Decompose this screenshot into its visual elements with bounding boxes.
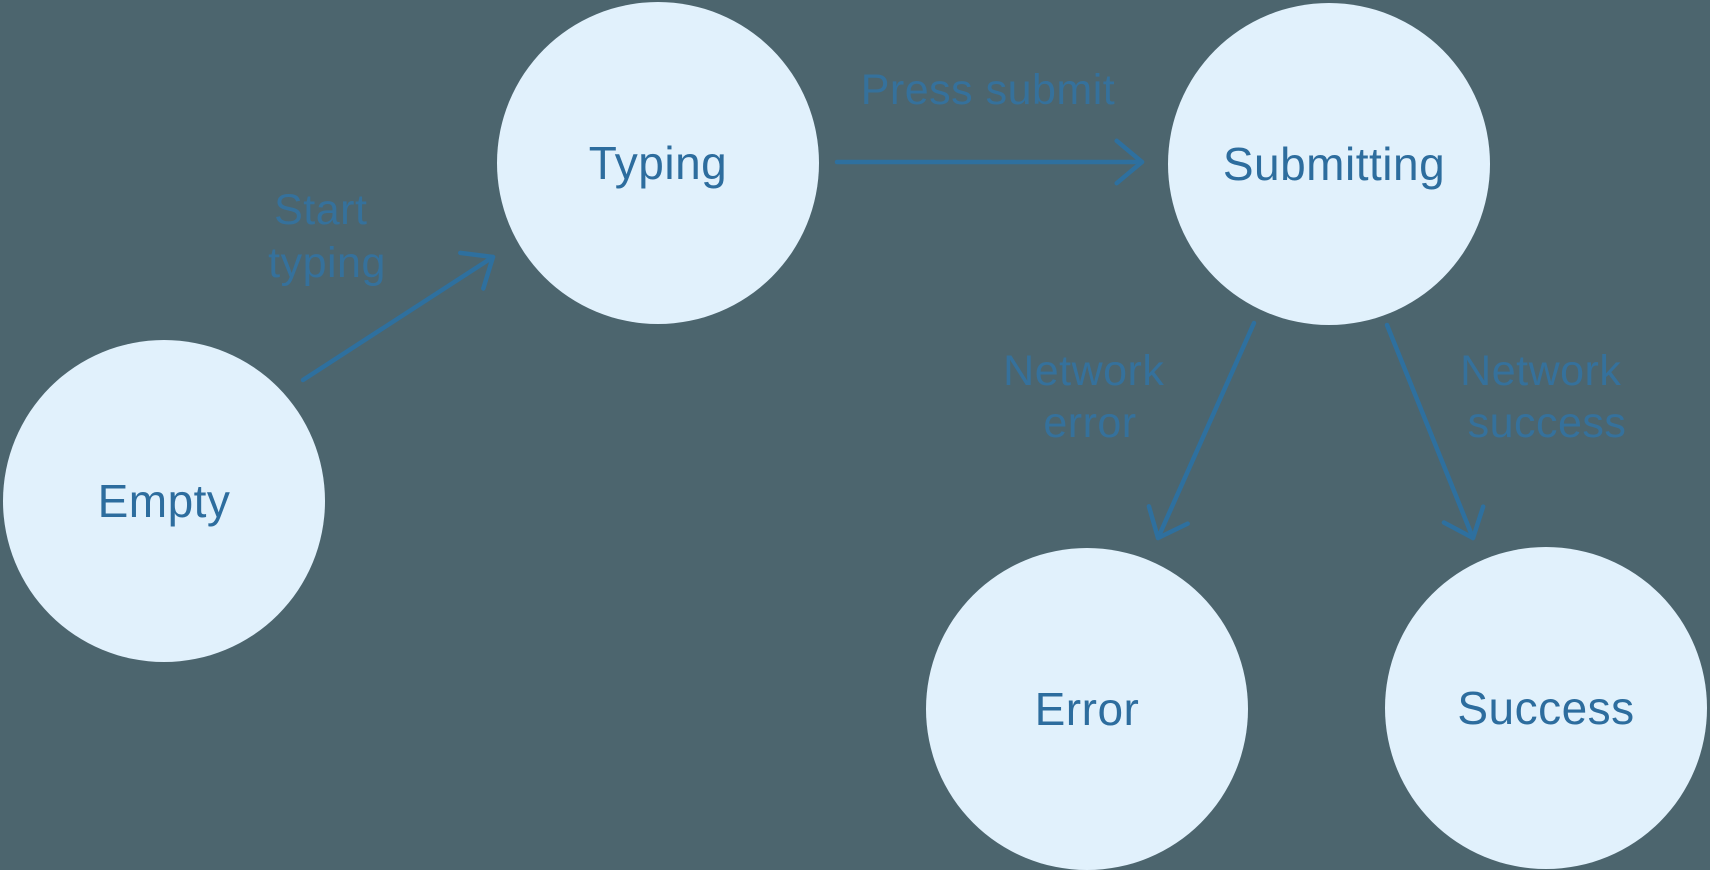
arrowhead-icon: [1114, 138, 1145, 186]
edge-label-line: Network: [1003, 347, 1164, 395]
state-node-submitting: Submitting: [1168, 3, 1490, 325]
edge-network-error-label: Network error: [1003, 347, 1177, 447]
edge-network-error: Network error: [1003, 320, 1257, 541]
state-node-submitting-circle: [1168, 3, 1490, 325]
arrowhead-icon: [1146, 504, 1190, 541]
edge-press-submit-label: Press submit: [861, 66, 1116, 114]
state-node-empty-label: Empty: [98, 475, 231, 527]
edge-start-typing-label: Start typing: [268, 186, 386, 287]
edge-start-typing-line: [300, 254, 496, 383]
edge-label-line: error: [1043, 399, 1136, 447]
edge-label-line: Press submit: [861, 66, 1116, 114]
edge-network-success-line: [1384, 322, 1476, 541]
state-node-success: Success: [1385, 547, 1707, 869]
arrowhead-icon: [458, 250, 496, 291]
state-node-submitting-label: Submitting: [1223, 138, 1445, 190]
edge-label-line: typing: [268, 239, 386, 287]
arrowhead-icon: [1441, 504, 1486, 541]
edge-label-line: success: [1468, 399, 1627, 447]
edge-start-typing: Start typing: [268, 186, 496, 383]
edge-network-success-label: Network success: [1460, 347, 1634, 447]
state-node-empty: Empty: [3, 340, 325, 662]
edge-press-submit: Press submit: [834, 66, 1145, 186]
state-node-empty-circle: [3, 340, 325, 662]
state-node-typing-circle: [497, 2, 819, 324]
edge-network-error-line: [1155, 320, 1257, 541]
state-node-error-circle: [926, 548, 1248, 870]
state-node-error-label: Error: [1035, 683, 1140, 735]
state-node-error: Error: [926, 548, 1248, 870]
state-node-success-circle: [1385, 547, 1707, 869]
state-node-typing: Typing: [497, 2, 819, 324]
edge-network-success: Network success: [1384, 322, 1634, 541]
state-node-typing-label: Typing: [589, 137, 728, 189]
edge-label-line: Start: [274, 186, 367, 234]
edge-label-line: Network: [1460, 347, 1621, 395]
state-node-success-label: Success: [1457, 682, 1634, 734]
